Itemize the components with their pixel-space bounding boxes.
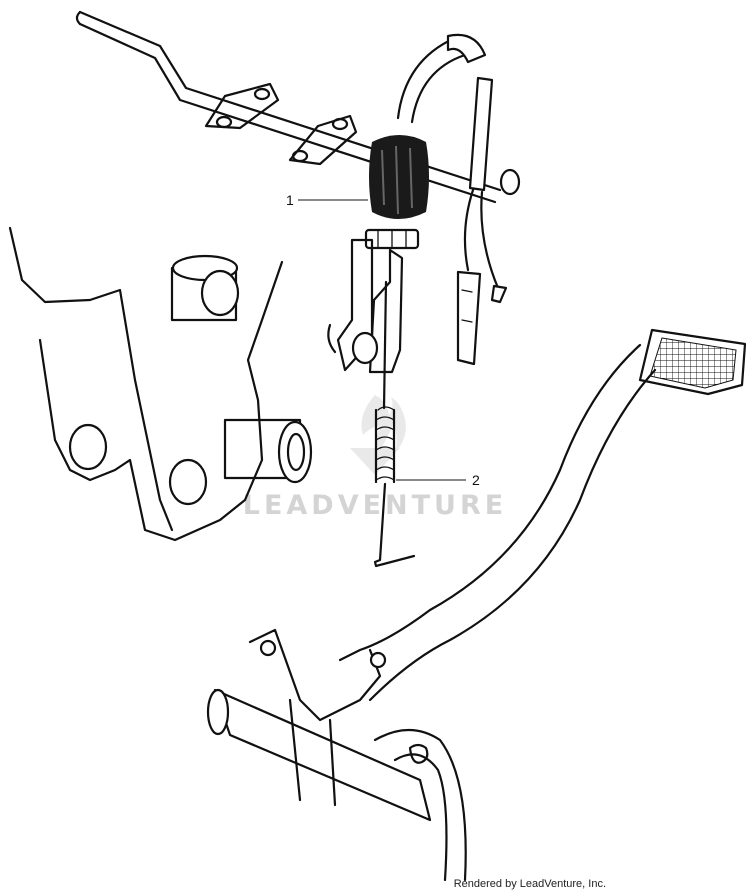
footer-credit: Rendered by LeadVenture, Inc. — [453, 878, 606, 890]
callout-1: 1 — [286, 192, 368, 208]
brake-pedal — [206, 328, 747, 882]
watermark-logo-icon — [350, 395, 406, 475]
wire-harness — [456, 76, 508, 366]
watermark-text: LEADVENTURE — [243, 490, 507, 521]
callout-2: 2 — [396, 472, 480, 488]
frame-bracket — [8, 226, 313, 542]
mounting-bar — [75, 10, 521, 204]
spring-and-rod — [373, 280, 416, 568]
brake-light-switch — [327, 33, 487, 374]
callout-1-number: 1 — [286, 192, 294, 208]
callout-2-number: 2 — [472, 472, 480, 488]
